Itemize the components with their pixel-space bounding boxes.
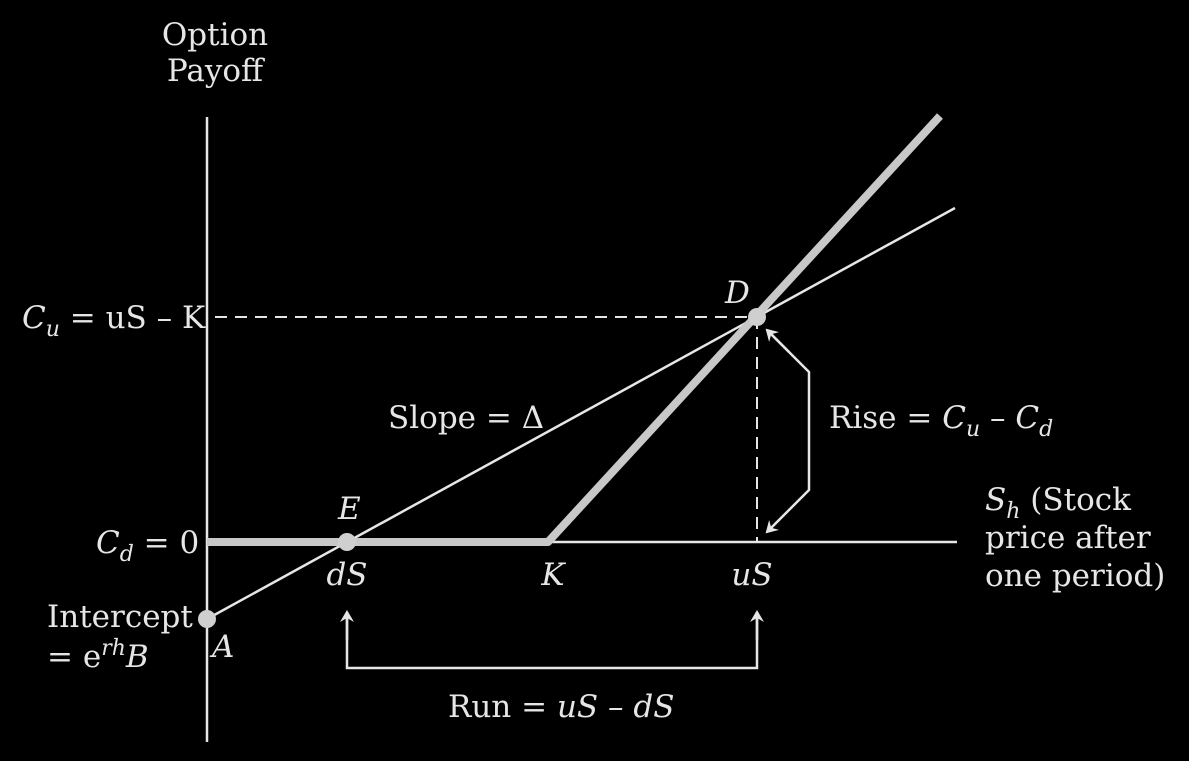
intercept-label-line1: Intercept — [47, 599, 193, 635]
point-a-label: A — [209, 629, 234, 665]
option-payoff-line — [207, 113, 943, 546]
x-tick-k: K — [540, 557, 566, 593]
point-e-label: E — [337, 491, 361, 527]
y-axis-title-line1: Option — [162, 17, 268, 53]
x-axis-title-line2: price after — [985, 520, 1151, 556]
x-tick-ds: dS — [326, 557, 367, 593]
point-e-marker — [338, 533, 356, 551]
point-d-marker — [748, 308, 766, 326]
x-tick-us: uS — [731, 557, 772, 593]
run-bracket — [345, 612, 759, 670]
point-a-marker — [198, 610, 216, 628]
slope-line — [206, 206, 956, 621]
slope-annotation: Slope = Δ — [388, 400, 544, 436]
point-d-label: D — [724, 275, 750, 311]
y-axis-title-line2: Payoff — [167, 53, 265, 89]
intercept-label-line2: = erhB — [47, 636, 149, 675]
rise-arrow-top-head — [765, 328, 790, 353]
run-annotation: Run = uS – dS — [448, 689, 674, 725]
x-axis-title-line3: one period) — [985, 558, 1165, 594]
rise-annotation: Rise = Cu – Cd — [829, 400, 1053, 442]
rise-arrow — [765, 329, 811, 534]
cu-label: Cu = uS – K — [22, 300, 206, 342]
x-axis-title-line1: Sh (Stock — [985, 482, 1131, 524]
cd-label: Cd = 0 — [96, 525, 199, 567]
